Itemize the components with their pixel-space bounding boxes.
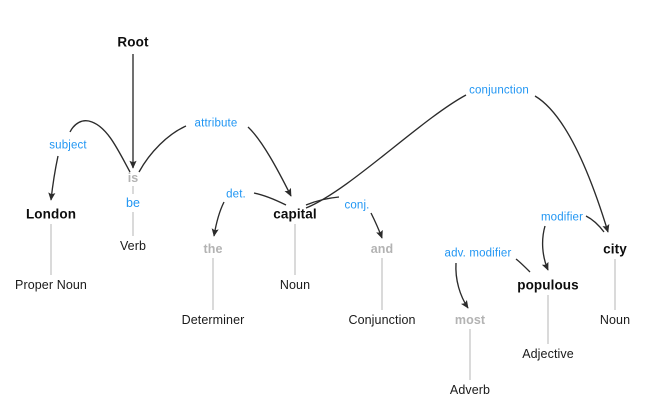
relation-label-conj: conj. <box>344 199 370 212</box>
node-pos-noun-city: Noun <box>599 312 631 327</box>
relation-arc-group <box>48 54 610 309</box>
relation-label-adv-modifier: adv. modifier <box>444 247 512 260</box>
node-pos-adverb: Adverb <box>449 382 491 397</box>
arc-adv-modifier-head <box>455 262 469 309</box>
arc-conj-tail <box>305 196 340 206</box>
node-token-london: London <box>25 206 77 222</box>
node-pos-conjunction: Conjunction <box>348 312 416 327</box>
arc-attribute-head <box>247 126 292 197</box>
arc-conjunction-tail <box>305 94 467 209</box>
node-pos-verb: Verb <box>119 238 147 253</box>
arc-conjunction-head <box>534 95 610 233</box>
arc-modifier-head <box>541 225 549 271</box>
node-token-populous: populous <box>517 277 579 293</box>
node-token-the: the <box>203 241 223 256</box>
arc-adv-modifier-tail <box>515 258 531 273</box>
node-token-capital: capital <box>273 206 317 222</box>
relation-label-subject: subject <box>49 139 87 152</box>
arc-det-head <box>211 201 225 237</box>
node-pos-noun-capital: Noun <box>279 277 311 292</box>
relation-label-modifier: modifier <box>540 211 584 224</box>
arc-subject-tail <box>69 120 131 173</box>
node-lemma-be: be <box>125 195 141 210</box>
node-pos-adjective: Adjective <box>522 346 574 361</box>
arc-modifier-tail <box>585 215 605 233</box>
node-token-and: and <box>370 241 394 256</box>
node-pos-determiner: Determiner <box>181 312 245 327</box>
arc-attribute-tail <box>138 125 187 173</box>
relation-label-attribute: attribute <box>194 117 238 130</box>
stem-group <box>50 186 616 380</box>
arc-det-tail <box>253 192 287 206</box>
relation-label-conjunction: conjunction <box>469 84 529 97</box>
arc-subject-head <box>48 155 59 201</box>
node-pos-proper-noun: Proper Noun <box>15 277 87 292</box>
arc-conj-head <box>370 212 383 239</box>
node-token-city: city <box>603 241 627 257</box>
relation-label-det: det. <box>226 188 246 201</box>
node-token-is: is <box>127 170 139 185</box>
node-token-most: most <box>454 312 486 327</box>
node-root: Root <box>117 34 149 50</box>
